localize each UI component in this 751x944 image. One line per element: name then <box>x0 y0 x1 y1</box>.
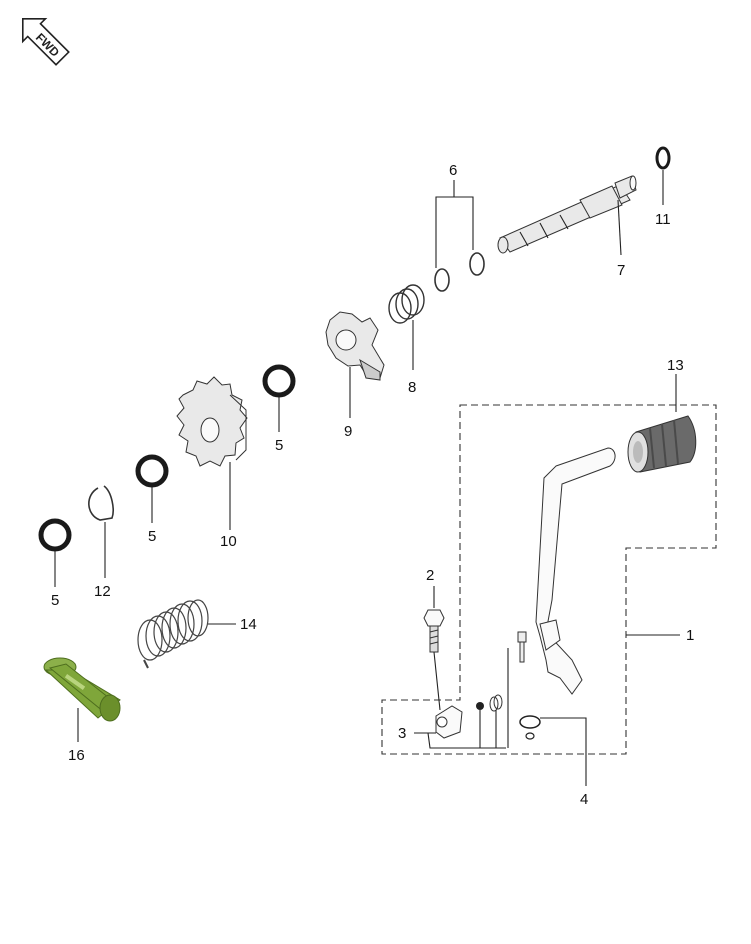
part-9-ratchet <box>325 311 385 381</box>
callout-12: 12 <box>94 583 111 600</box>
fwd-arrow-icon: FWD <box>21 17 70 66</box>
callout-5-lower: 5 <box>51 592 59 609</box>
callout-16: 16 <box>68 747 85 764</box>
part-13-rubber <box>627 415 697 473</box>
part-2-bolt <box>423 609 445 653</box>
part-4-oring <box>519 715 541 729</box>
part-11-oring <box>655 146 671 170</box>
callout-4: 4 <box>580 791 588 808</box>
part-5-oring-middle <box>135 454 169 488</box>
callout-3: 3 <box>398 725 406 742</box>
part-7-kick-shaft <box>497 175 637 254</box>
callout-7: 7 <box>617 262 625 279</box>
callout-8: 8 <box>408 379 416 396</box>
part-16-bushing <box>43 657 121 722</box>
pinch-bolt <box>517 631 527 663</box>
callout-5-middle: 5 <box>148 528 156 545</box>
callout-2: 2 <box>426 567 434 584</box>
part-5-oring-upper <box>262 364 296 398</box>
callout-1: 1 <box>686 627 694 644</box>
callout-10: 10 <box>220 533 237 550</box>
part-5-oring-lower <box>38 518 72 552</box>
part-12-circlip <box>88 485 114 521</box>
part-1-kick-lever <box>535 447 616 695</box>
assembly-dashed-outline <box>381 404 717 755</box>
part-6-circlip-b <box>469 252 485 276</box>
part-10-kick-gear <box>176 376 248 467</box>
part-8-spring <box>388 284 425 324</box>
detent-spring <box>489 694 503 712</box>
part-14-torsion-spring <box>137 599 209 669</box>
callout-9: 9 <box>344 423 352 440</box>
callout-6: 6 <box>449 162 457 179</box>
detent-ball <box>476 702 484 710</box>
callout-13: 13 <box>667 357 684 374</box>
part-6-circlip-a <box>434 268 450 292</box>
callout-5-upper: 5 <box>275 437 283 454</box>
callout-14: 14 <box>240 616 257 633</box>
callout-11: 11 <box>655 211 671 228</box>
part-3-clamp <box>435 705 463 739</box>
